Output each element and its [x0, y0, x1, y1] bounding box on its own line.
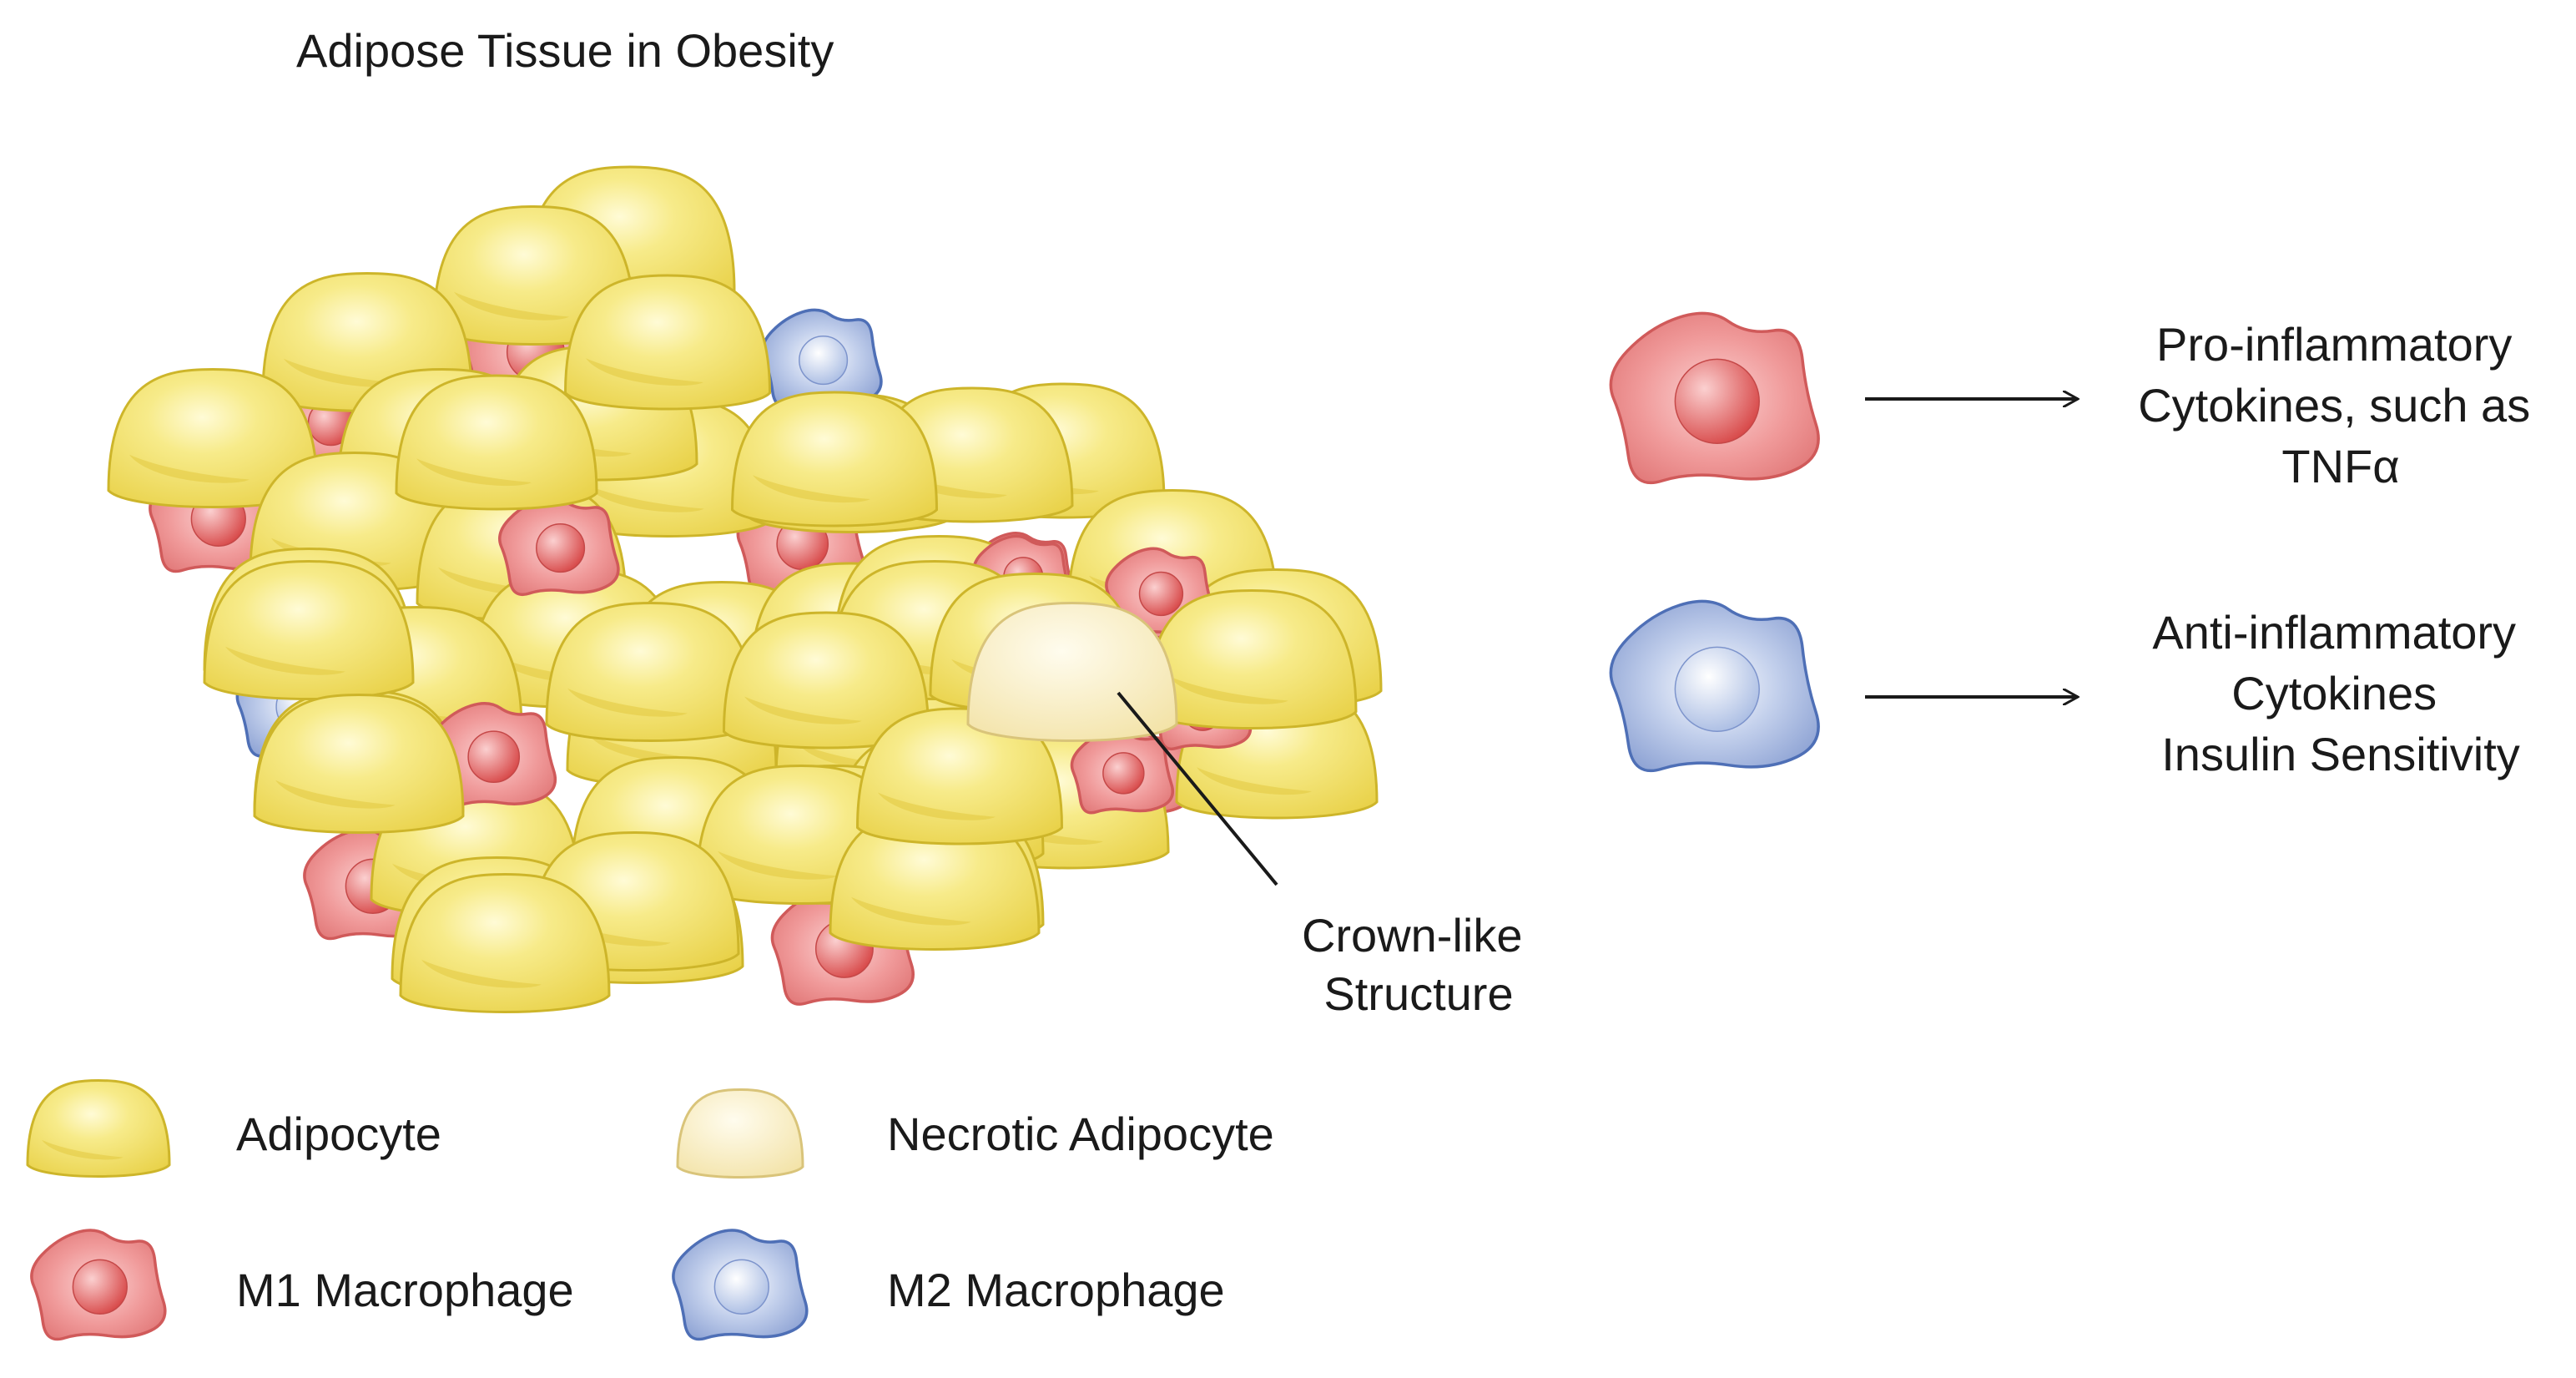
- m1-macrophage-icon: [1609, 311, 1820, 485]
- adipocyte: [1146, 588, 1358, 729]
- adipocyte: [203, 559, 415, 700]
- legend-necrotic-label: Necrotic Adipocyte: [887, 1108, 1274, 1160]
- m1-outcome-text: Pro-inflammatory Cytokines, such as TNFα: [2138, 318, 2543, 492]
- adipocyte: [563, 274, 772, 411]
- legend-necrotic-shape: [676, 1088, 804, 1179]
- m2-outcome-text: Anti-inflammatory Cytokines Insulin Sens…: [2152, 606, 2528, 780]
- m2-outcome-line-1: Anti-inflammatory: [2152, 606, 2516, 659]
- adipocyte: [829, 810, 1041, 951]
- m2-macrophage-icon: [1609, 599, 1820, 773]
- adipocyte: [399, 872, 611, 1013]
- m1-outcome-line-3: TNFα: [2281, 440, 2399, 492]
- legend-necrotic-adipocyte-icon: [676, 1088, 804, 1179]
- m1-macrophage: [498, 496, 620, 597]
- m2-outcome-line-2: Cytokines: [2231, 667, 2437, 719]
- m1-macrophage: [1070, 729, 1175, 815]
- adipocyte: [253, 693, 465, 834]
- crown-label-line-1: Crown-like: [1302, 909, 1523, 962]
- m2-outcome-line-3: Insulin Sensitivity: [2161, 728, 2520, 780]
- crown-label: Crown-like Structure: [1302, 909, 1535, 1020]
- legend-adipocyte-shape: [26, 1078, 171, 1178]
- adipocyte: [545, 601, 757, 742]
- adipocyte: [722, 611, 930, 750]
- legend-m2-macrophage-icon: [672, 1229, 809, 1341]
- outcome-panel: Pro-inflammatory Cytokines, such as TNFα…: [1609, 311, 2543, 780]
- legend-m1-label: M1 Macrophage: [236, 1264, 574, 1316]
- legend-m1-macrophage-icon: [30, 1229, 167, 1341]
- legend-m2-shape: [672, 1229, 809, 1341]
- crown-label-line-2: Structure: [1323, 967, 1513, 1020]
- legend-adipocyte-icon: [26, 1078, 171, 1178]
- crown-pointer-line: [1117, 691, 1278, 886]
- adipocyte: [730, 391, 939, 527]
- legend-adipocyte-label: Adipocyte: [236, 1108, 441, 1160]
- adipocyte: [107, 367, 319, 508]
- m1-macrophage-shape: [1609, 311, 1820, 485]
- m1-outcome-line-2: Cytokines, such as: [2138, 379, 2530, 432]
- m2-macrophage-shape: [1609, 599, 1820, 773]
- figure-title: Adipose Tissue in Obesity: [296, 24, 834, 77]
- m1-outcome-line-1: Pro-inflammatory: [2156, 318, 2512, 371]
- m2-macrophage: [761, 308, 883, 409]
- legend-m1-shape: [30, 1229, 167, 1341]
- necrotic-adipocyte-crown: [966, 601, 1178, 742]
- adipose-tissue-cluster: [107, 165, 1383, 1013]
- legend-m2-label: M2 Macrophage: [887, 1264, 1225, 1316]
- adipocyte: [395, 374, 598, 511]
- legend: Adipocyte Necrotic Adipocyte M1 Macropha…: [26, 1078, 1274, 1341]
